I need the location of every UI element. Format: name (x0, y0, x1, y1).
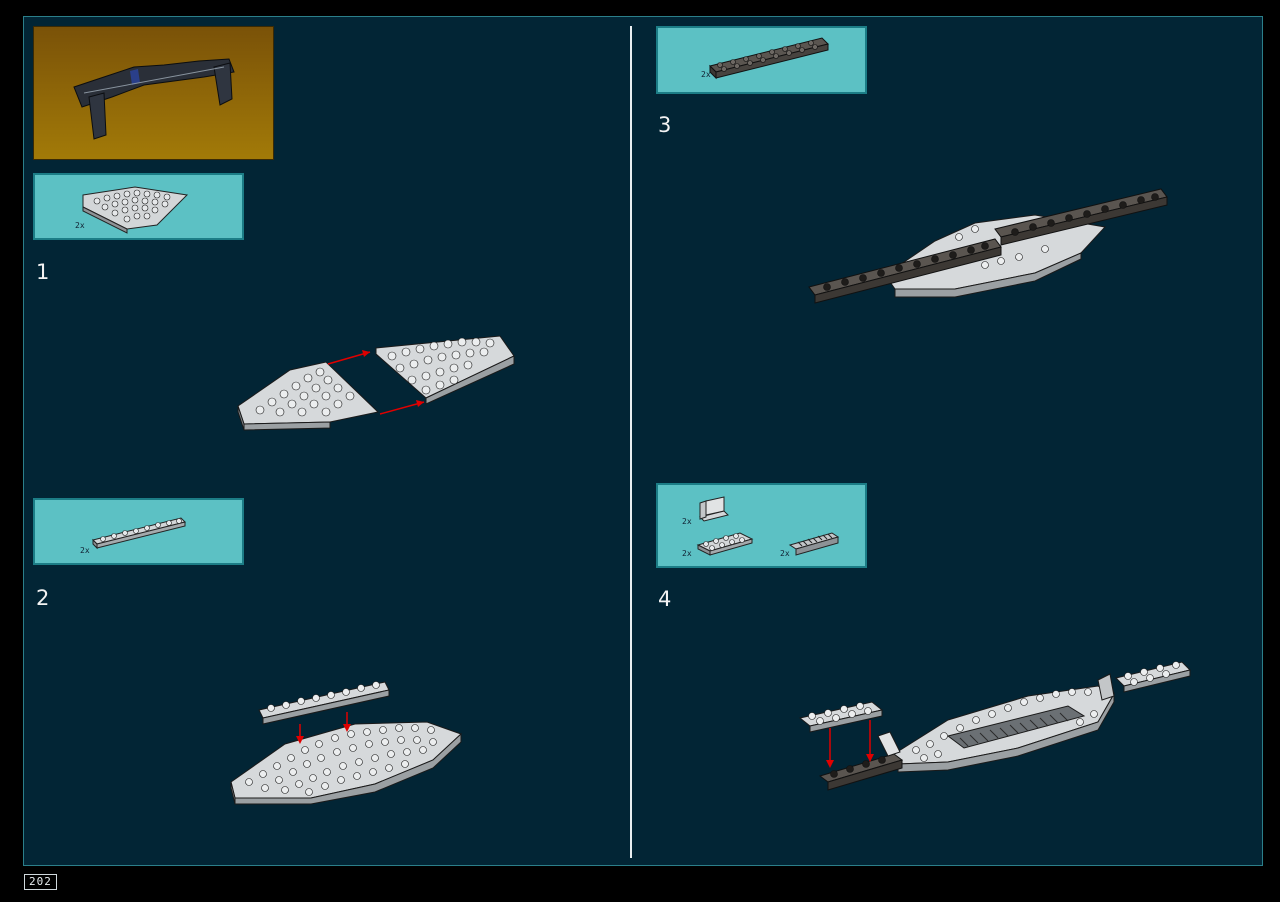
step-number-4: 4 (658, 587, 673, 611)
step-3-assembly-icon (808, 188, 1168, 304)
wedge-plate-icon (82, 186, 189, 234)
part-qty: 2x (80, 546, 90, 555)
step-number-2: 2 (36, 586, 51, 610)
grille-tile-icon (788, 532, 840, 556)
step-number-3: 3 (658, 113, 673, 137)
subassembly-preview (33, 26, 274, 160)
column-divider (630, 26, 632, 858)
plate-2x4-icon (696, 532, 754, 556)
parts-box-step-4: 2x 2x 2x (656, 483, 867, 568)
step-2-assembly-icon (230, 681, 462, 805)
subassembly-model-icon (73, 58, 235, 140)
plate-2x8-dark-icon (709, 37, 829, 80)
part-qty: 2x (75, 221, 85, 230)
part-qty: 2x (682, 549, 692, 558)
parts-box-step-1: 2x (33, 173, 244, 240)
step-4-assembly-icon (798, 661, 1191, 791)
part-qty: 2x (682, 517, 692, 526)
page-number: 202 (24, 874, 57, 890)
part-qty: 2x (780, 549, 790, 558)
parts-box-step-3: 2x (656, 26, 867, 94)
step-1-assembly-icon (237, 335, 515, 431)
step-number-1: 1 (36, 260, 51, 284)
part-qty: 2x (701, 70, 711, 79)
bracket-icon (699, 496, 729, 522)
parts-box-step-2: 2x (33, 498, 244, 565)
plate-1x8-icon (92, 517, 186, 550)
